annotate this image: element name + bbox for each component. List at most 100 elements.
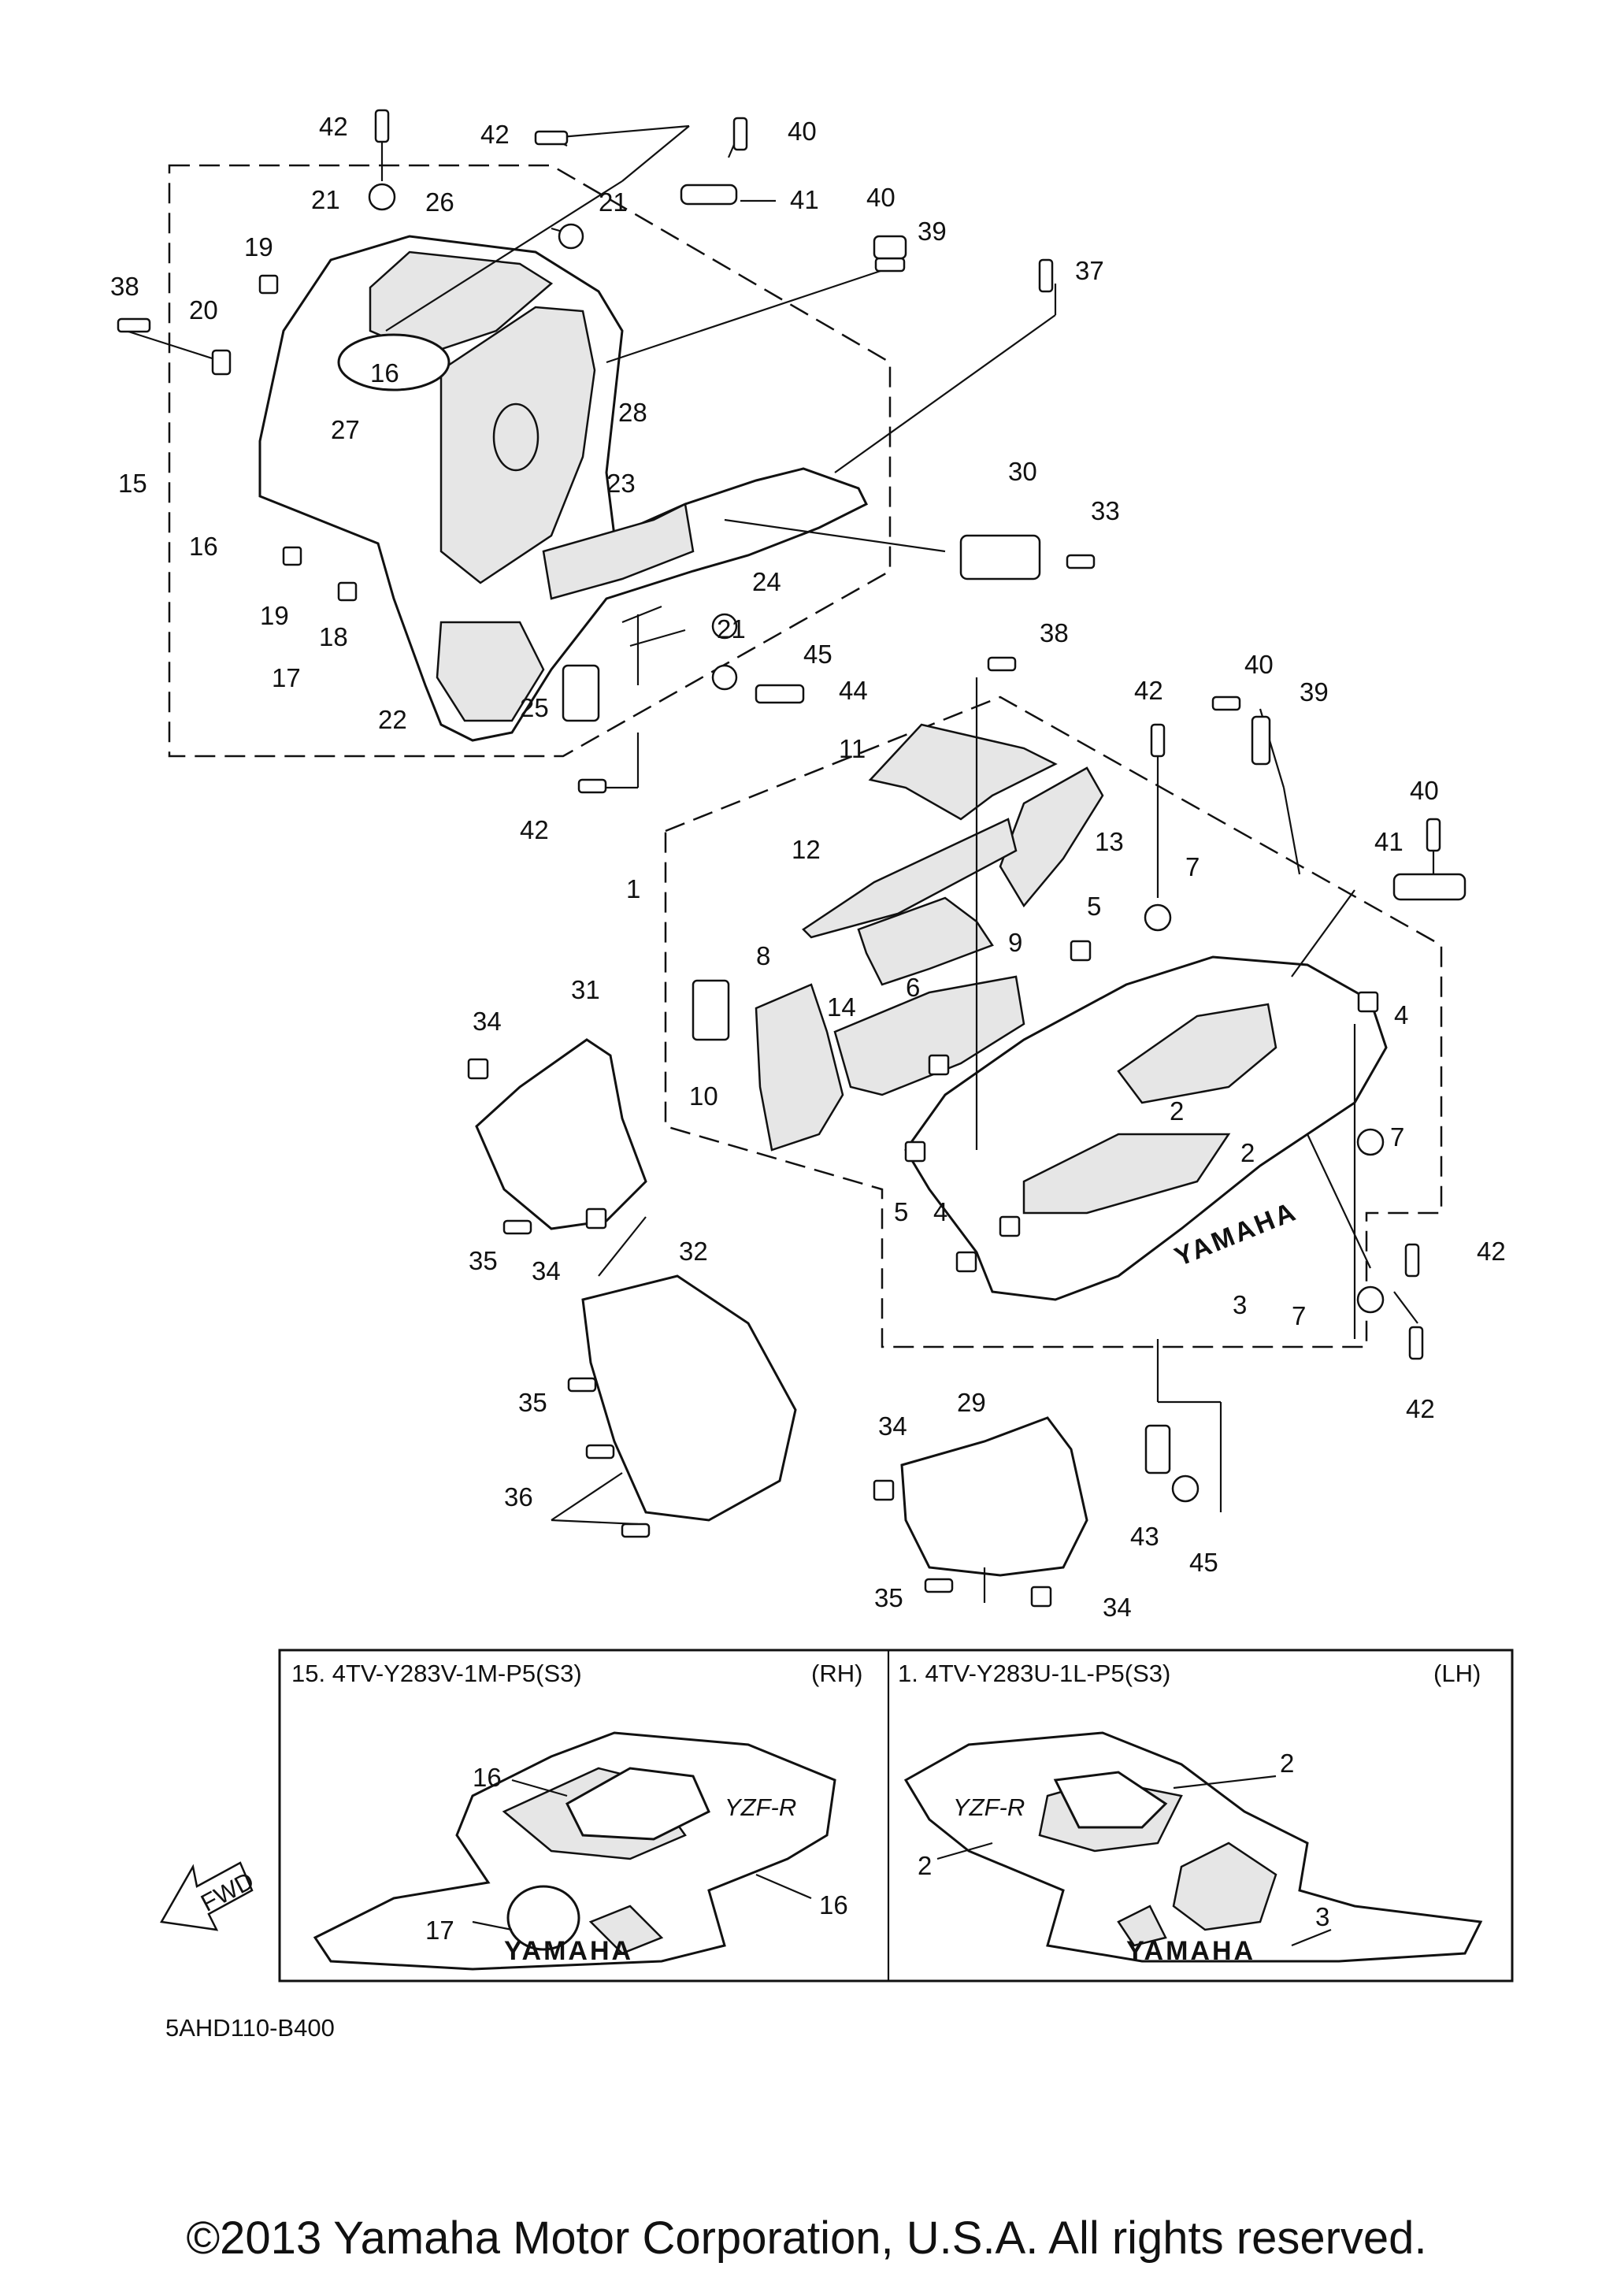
fairing-panel-2b-decal [1022,1133,1231,1215]
callout-22: 22 [378,705,407,734]
callout-5: 5 [894,1197,908,1226]
callout-42: 42 [1406,1394,1435,1423]
callout-45: 45 [803,640,832,669]
callout-4: 4 [1394,1000,1408,1029]
assembly-15-outline [168,164,892,758]
lh-fairing-illustration: YZF-R YAMAHA [903,1731,1483,1966]
callout-40: 40 [788,117,817,146]
callout-34: 34 [1103,1593,1132,1622]
diagram-reference: 5AHD110-B400 [165,2014,335,2042]
callout-32: 32 [679,1237,708,1266]
callout-23: 23 [606,469,636,498]
callout-2: 2 [1280,1749,1294,1778]
lh-side-label: (LH) [1433,1660,1481,1687]
callout-17: 17 [425,1916,454,1945]
fairing-panel-23-decal [542,503,695,600]
callout-14: 14 [827,992,856,1022]
fairing-panel-22-decal [436,621,545,722]
callout-35: 35 [518,1388,547,1417]
callout-27: 27 [331,415,360,444]
callout-38: 38 [110,272,139,301]
callout-33: 33 [1091,496,1120,525]
insulation-panel-13 [999,766,1104,908]
callout-20: 20 [189,295,218,325]
callout-4: 4 [933,1197,947,1226]
callout-39: 39 [918,217,947,246]
bracket-25 [562,664,600,722]
callout-34: 34 [878,1411,907,1441]
callout-25: 25 [520,693,549,722]
callout-2: 2 [1240,1138,1255,1167]
callout-26: 26 [425,187,454,217]
hardware [117,109,1467,1608]
callout-12: 12 [792,835,821,864]
callout-42: 42 [319,112,348,141]
callout-21: 21 [311,185,340,214]
callout-16: 16 [189,532,218,561]
side-cover-29 [900,1416,1088,1577]
bracket-10 [692,979,730,1041]
callout-19: 19 [260,601,289,630]
callout-42: 42 [1477,1237,1506,1266]
callout-16: 16 [473,1763,502,1792]
callout-40: 40 [866,183,895,212]
assembly-1-outline [664,695,1443,1348]
callout-41: 41 [1374,827,1403,856]
callout-43: 43 [1130,1522,1159,1551]
callout-42: 42 [520,815,549,844]
callout-6: 6 [906,973,920,1002]
callout-11: 11 [839,734,866,763]
callout-9: 9 [1008,928,1022,957]
lh-logo: YAMAHA [1126,1936,1255,1966]
callout-34: 34 [473,1007,502,1036]
callout-40: 40 [1410,776,1439,805]
callout-16: 16 [819,1890,848,1920]
callout-41: 41 [790,185,819,214]
rh-logo: YAMAHA [504,1936,633,1966]
callout-44: 44 [839,676,868,705]
rh-model-tag: YZF-R [725,1793,796,1821]
lh-variant-title: 1. 4TV-Y283U-1L-P5(S3) [898,1660,1170,1687]
callout-7: 7 [1292,1301,1306,1330]
callout-13: 13 [1095,827,1124,856]
callout-40: 40 [1244,650,1274,679]
callout-3: 3 [1233,1290,1247,1319]
callout-38: 38 [1040,618,1069,647]
fairing-vent-16 [337,333,451,391]
callout-21: 21 [599,187,628,217]
callout-45: 45 [1189,1548,1218,1577]
callout-42: 42 [1134,676,1163,705]
callout-19: 19 [244,232,273,261]
side-cover-32 [581,1274,797,1522]
fairing-panel-2-decal [1117,1003,1277,1104]
callout-16: 16 [370,358,399,388]
callout-8: 8 [756,941,770,970]
rh-side-label: (RH) [811,1660,862,1687]
callout-17: 17 [272,663,301,692]
callout-39: 39 [1300,677,1329,707]
callout-18: 18 [319,622,348,651]
callout-24: 24 [752,567,781,596]
right-fairing-assembly [258,235,869,742]
side-cover-31 [475,1038,647,1230]
insulation-panel-11 [868,723,1058,821]
callout-7: 7 [1185,852,1200,881]
callout-31: 31 [571,975,600,1004]
insulation-panel-12 [802,818,1018,939]
callout-2: 2 [918,1851,932,1880]
callout-21: 21 [717,614,746,644]
callout-3: 3 [1315,1902,1329,1931]
callout-2: 2 [1170,1096,1184,1126]
callout-1: 1 [626,874,640,903]
insulation-panel-8 [755,983,844,1152]
callout-30: 30 [1008,457,1037,486]
callout-36: 36 [504,1482,533,1512]
callout-34: 34 [532,1256,561,1285]
callout-numbers: 42 42 40 21 26 41 40 21 39 37 19 38 20 1… [110,112,1506,1622]
callout-35: 35 [874,1583,903,1612]
fairing-vent-inner [492,402,540,472]
callout-28: 28 [618,398,647,427]
callout-5: 5 [1087,892,1101,921]
fwd-arrow-icon: FWD [160,1861,258,1931]
